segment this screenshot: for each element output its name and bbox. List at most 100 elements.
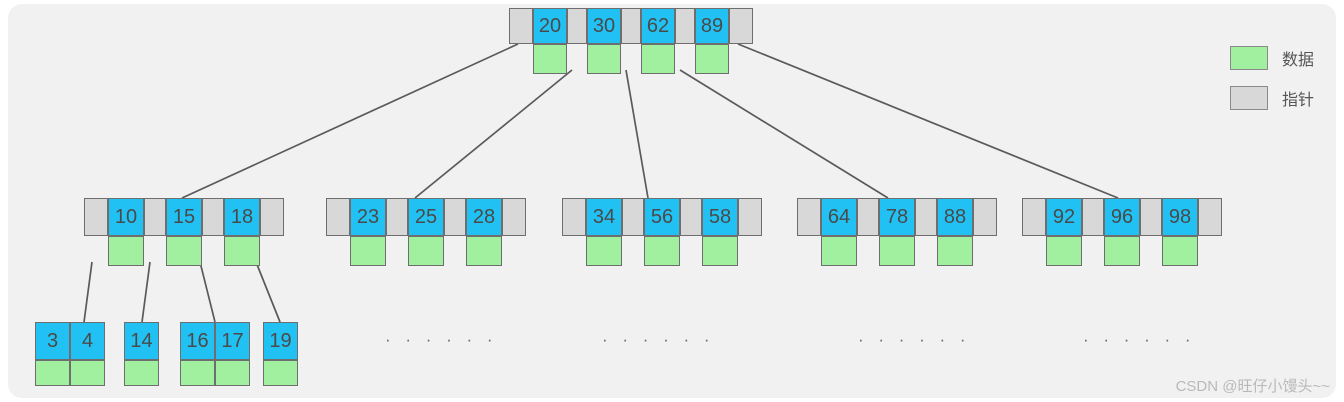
key-cell: 25 — [408, 198, 444, 236]
data-cell — [224, 236, 260, 266]
key-cell: 17 — [215, 322, 250, 360]
key-cell: 58 — [702, 198, 738, 236]
leaf-node-1-keys: 3 4 — [35, 322, 105, 360]
data-cell — [215, 360, 250, 386]
key-cell: 28 — [466, 198, 502, 236]
pointer-cell — [509, 8, 533, 44]
leaf-node-2-keys: 14 — [124, 322, 159, 360]
pointer-cell — [973, 198, 997, 236]
leaf-ellipsis-3: · · · · · · — [858, 330, 971, 349]
data-cell — [644, 236, 680, 266]
legend-swatch-pointer — [1230, 86, 1268, 110]
data-cell — [1104, 236, 1140, 266]
leaf-node-4[interactable]: 19 — [263, 322, 298, 386]
key-cell: 16 — [180, 322, 215, 360]
internal-node-3[interactable]: 34 56 58 — [562, 198, 762, 266]
key-cell: 15 — [166, 198, 202, 236]
key-cell: 62 — [641, 8, 675, 44]
data-cell — [1046, 236, 1082, 266]
pointer-cell — [675, 8, 695, 44]
leaf-node-4-keys: 19 — [263, 322, 298, 360]
pointer-cell — [202, 198, 224, 236]
pointer-cell — [680, 198, 702, 236]
leaf-node-1-data — [35, 360, 105, 386]
leaf-ellipsis-1: · · · · · · — [385, 330, 498, 349]
pointer-cell — [738, 198, 762, 236]
data-cell — [70, 360, 105, 386]
internal-node-3-cells: 34 56 58 — [562, 198, 762, 236]
internal-node-4[interactable]: 64 78 88 — [797, 198, 997, 266]
legend-label-data: 数据 — [1282, 52, 1315, 69]
pointer-cell — [1022, 198, 1046, 236]
key-cell: 10 — [108, 198, 144, 236]
key-cell: 30 — [587, 8, 621, 44]
internal-node-1-cells: 10 15 18 — [84, 198, 284, 236]
data-cell — [263, 360, 298, 386]
internal-node-1[interactable]: 10 15 18 — [84, 198, 284, 266]
data-cell — [937, 236, 973, 266]
pointer-cell — [621, 8, 641, 44]
data-cell — [821, 236, 857, 266]
internal-node-5-data-row — [1022, 236, 1222, 266]
pointer-cell — [622, 198, 644, 236]
leaf-node-3-keys: 16 17 — [180, 322, 250, 360]
internal-node-2-cells: 23 25 28 — [326, 198, 526, 236]
key-cell: 18 — [224, 198, 260, 236]
leaf-ellipsis-2: · · · · · · — [602, 330, 715, 349]
internal-node-2[interactable]: 23 25 28 — [326, 198, 526, 266]
root-node[interactable]: 20 30 62 89 — [509, 8, 753, 74]
internal-node-4-data-row — [797, 236, 997, 266]
key-cell: 4 — [70, 322, 105, 360]
key-cell: 64 — [821, 198, 857, 236]
leaf-node-2-data — [124, 360, 159, 386]
legend-swatch-data — [1230, 46, 1268, 70]
pointer-cell — [444, 198, 466, 236]
key-cell: 96 — [1104, 198, 1140, 236]
data-cell — [466, 236, 502, 266]
key-cell: 14 — [124, 322, 159, 360]
internal-node-5-cells: 92 96 98 — [1022, 198, 1222, 236]
key-cell: 78 — [879, 198, 915, 236]
data-cell — [533, 44, 567, 74]
internal-node-5[interactable]: 92 96 98 — [1022, 198, 1222, 266]
leaf-node-3[interactable]: 16 17 — [180, 322, 250, 386]
internal-node-3-data-row — [562, 236, 762, 266]
key-cell: 19 — [263, 322, 298, 360]
internal-node-2-data-row — [326, 236, 526, 266]
root-node-data-row — [509, 44, 753, 74]
pointer-cell — [857, 198, 879, 236]
data-cell — [108, 236, 144, 266]
pointer-cell — [144, 198, 166, 236]
data-cell — [35, 360, 70, 386]
key-cell: 3 — [35, 322, 70, 360]
leaf-ellipsis-4: · · · · · · — [1083, 330, 1196, 349]
data-cell — [587, 44, 621, 74]
key-cell: 92 — [1046, 198, 1082, 236]
pointer-cell — [1198, 198, 1222, 236]
leaf-node-2[interactable]: 14 — [124, 322, 159, 386]
data-cell — [702, 236, 738, 266]
pointer-cell — [1140, 198, 1162, 236]
data-cell — [408, 236, 444, 266]
pointer-cell — [84, 198, 108, 236]
internal-node-4-cells: 64 78 88 — [797, 198, 997, 236]
data-cell — [124, 360, 159, 386]
pointer-cell — [260, 198, 284, 236]
pointer-cell — [729, 8, 753, 44]
data-cell — [695, 44, 729, 74]
data-cell — [166, 236, 202, 266]
pointer-cell — [915, 198, 937, 236]
key-cell: 89 — [695, 8, 729, 44]
pointer-cell — [562, 198, 586, 236]
root-node-cells: 20 30 62 89 — [509, 8, 753, 44]
legend-label-pointer: 指针 — [1282, 92, 1315, 109]
leaf-node-4-data — [263, 360, 298, 386]
key-cell: 34 — [586, 198, 622, 236]
data-cell — [350, 236, 386, 266]
pointer-cell — [567, 8, 587, 44]
pointer-cell — [386, 198, 408, 236]
data-cell — [1162, 236, 1198, 266]
legend-item-pointer: 指针 — [1230, 86, 1314, 110]
leaf-node-1[interactable]: 3 4 — [35, 322, 105, 386]
